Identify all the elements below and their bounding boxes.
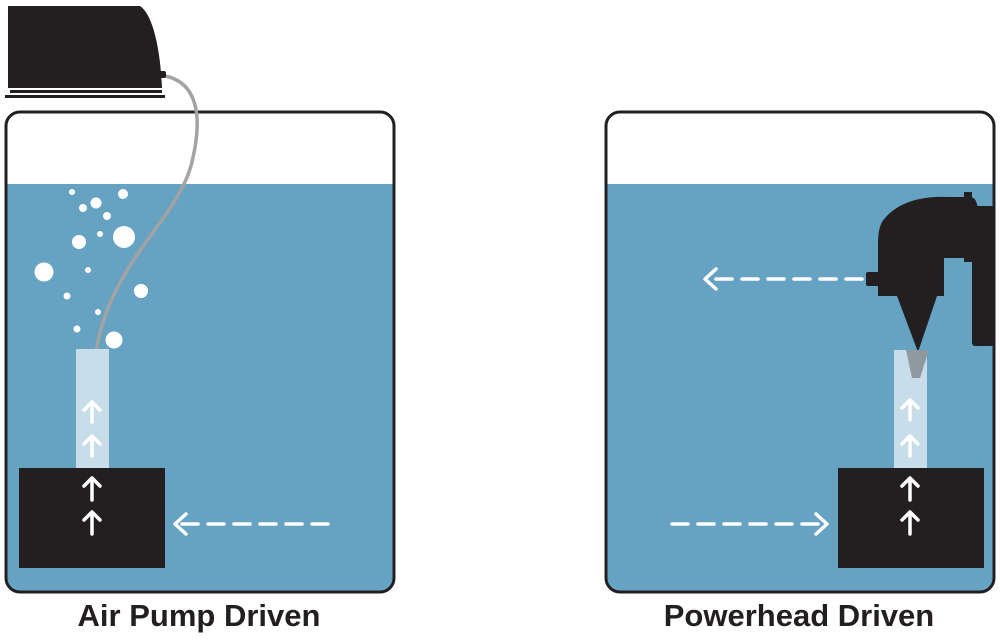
- up-arrow-icon: [900, 476, 920, 502]
- left-tank-outline: [4, 110, 396, 594]
- up-arrow-icon: [82, 510, 102, 536]
- up-arrow-icon: [900, 510, 920, 536]
- up-arrow-icon: [82, 434, 102, 458]
- right-up-arrows: [900, 398, 920, 536]
- up-arrow-icon: [82, 400, 102, 424]
- powerhead-driven-caption: Powerhead Driven: [663, 598, 935, 633]
- left-up-arrows: [82, 400, 102, 536]
- air-hose: [94, 73, 199, 353]
- right-inflow-arrow: [670, 512, 829, 536]
- up-arrow-icon: [900, 434, 920, 458]
- up-arrow-icon: [900, 398, 920, 422]
- air-pump-icon: [5, 6, 166, 98]
- air-bubbles-icon: [34, 189, 148, 349]
- left-flow-arrow: [173, 512, 330, 536]
- right-outflow-arrow: [703, 267, 864, 291]
- right-tank-outline: [604, 110, 996, 594]
- powerhead-icon: [866, 192, 994, 378]
- up-arrow-icon: [82, 476, 102, 502]
- air-pump-driven-caption: Air Pump Driven: [77, 598, 321, 633]
